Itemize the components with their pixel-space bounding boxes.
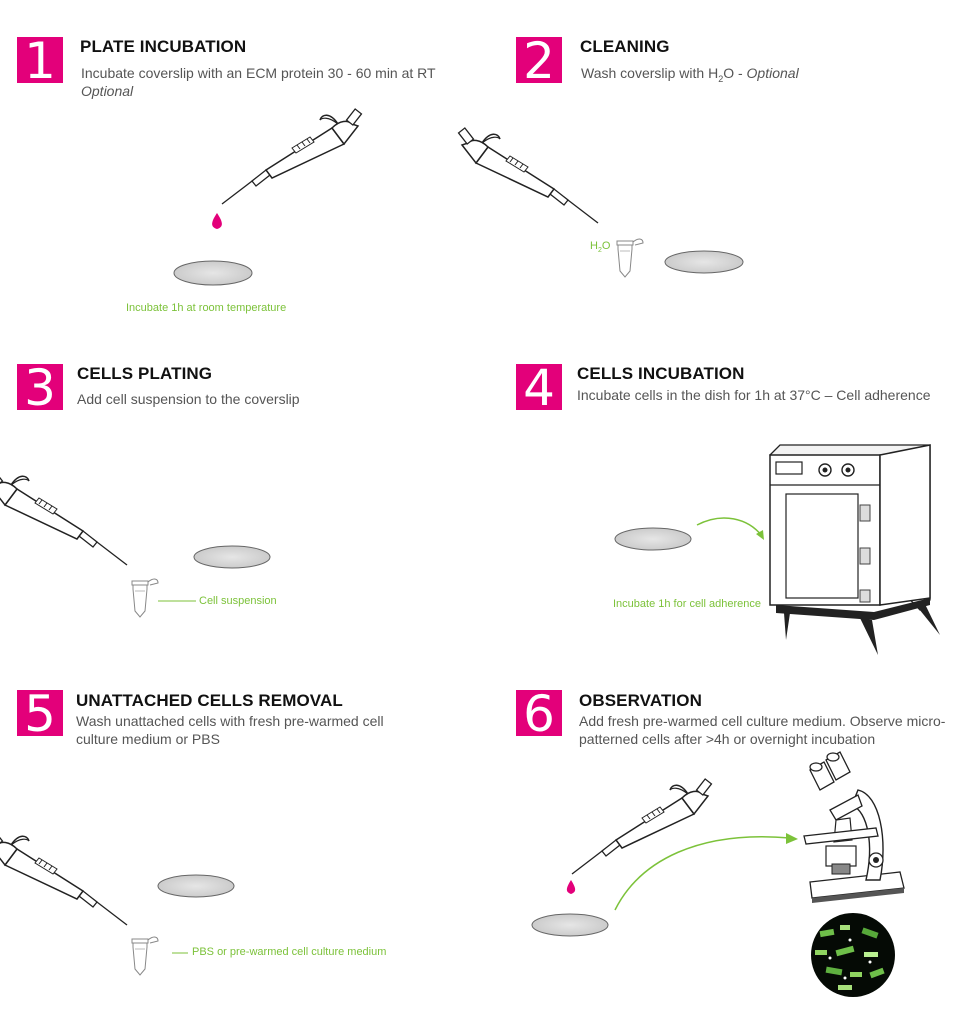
step-1-number-badge: 1: [17, 33, 63, 89]
step-1-title: PLATE INCUBATION: [80, 37, 247, 56]
step-6-droplet-icon: [566, 880, 576, 894]
step-1-pipette-icon: [221, 108, 363, 205]
step-3-description: Add cell suspension to the coverslip: [77, 391, 300, 407]
step-6-coverslip-icon: [531, 913, 609, 937]
step-2-tube-icon: [616, 238, 644, 278]
step-5-tube-icon: [131, 936, 159, 976]
step-1-coverslip-icon: [173, 260, 253, 286]
step-3-note: Cell suspension: [199, 595, 277, 607]
step-1-note: Incubate 1h at room temperature: [126, 302, 287, 314]
step-4-description: Incubate cells in the dish for 1h at 37°…: [577, 387, 931, 403]
step-2-description: Wash coverslip with H2O - Optional: [581, 65, 799, 84]
step-4-number-badge: 4: [516, 360, 562, 416]
step-5-pipette-icon: [0, 829, 128, 926]
step-6-pipette-icon: [571, 778, 713, 875]
step-2-optional: Optional: [746, 65, 799, 81]
step-2-pipette-icon: [457, 127, 599, 224]
step-6-description: Add fresh pre-warmed cell culture medium…: [579, 713, 946, 747]
step-5-note: PBS or pre-warmed cell culture medium: [192, 946, 387, 958]
step-2-h2o-label: H2O: [590, 240, 611, 255]
step-6-cells-image-icon: [811, 913, 895, 997]
step-3-number-badge: 3: [17, 360, 63, 416]
step-4-incubator-icon: [769, 444, 940, 655]
step-4-arrow-icon: [696, 517, 764, 540]
step-3-tube-icon: [131, 578, 159, 618]
step-5-title: UNATTACHED CELLS REMOVAL: [76, 691, 343, 710]
step-5-description: Wash unattached cells with fresh pre-war…: [76, 713, 384, 747]
step-4-note: Incubate 1h for cell adherence: [613, 598, 761, 610]
step-6-microscope-icon: [803, 751, 905, 903]
step-3-coverslip-icon: [193, 545, 271, 569]
step-1-description: Incubate coverslip with an ECM protein 3…: [81, 64, 481, 100]
step-3-pipette-icon: [0, 469, 128, 566]
step-5-number-badge: 5: [17, 686, 63, 742]
step-1-droplet-icon: [212, 213, 222, 229]
step-1-optional: Optional: [81, 83, 134, 99]
step-6-number-badge: 6: [516, 686, 562, 742]
step-5-coverslip-icon: [157, 874, 235, 898]
step-6-arrow-icon: [614, 833, 798, 911]
step-2-coverslip-icon: [664, 250, 744, 274]
step-3-title: CELLS PLATING: [77, 364, 213, 383]
step-6-title: OBSERVATION: [579, 691, 702, 710]
step-4-coverslip-icon: [614, 527, 692, 551]
step-1-description-text: Incubate coverslip with an ECM protein 3…: [81, 65, 436, 81]
step-2-number-badge: 2: [516, 33, 562, 89]
step-4-title: CELLS INCUBATION: [577, 364, 745, 383]
step-2-title: CLEANING: [580, 37, 670, 56]
